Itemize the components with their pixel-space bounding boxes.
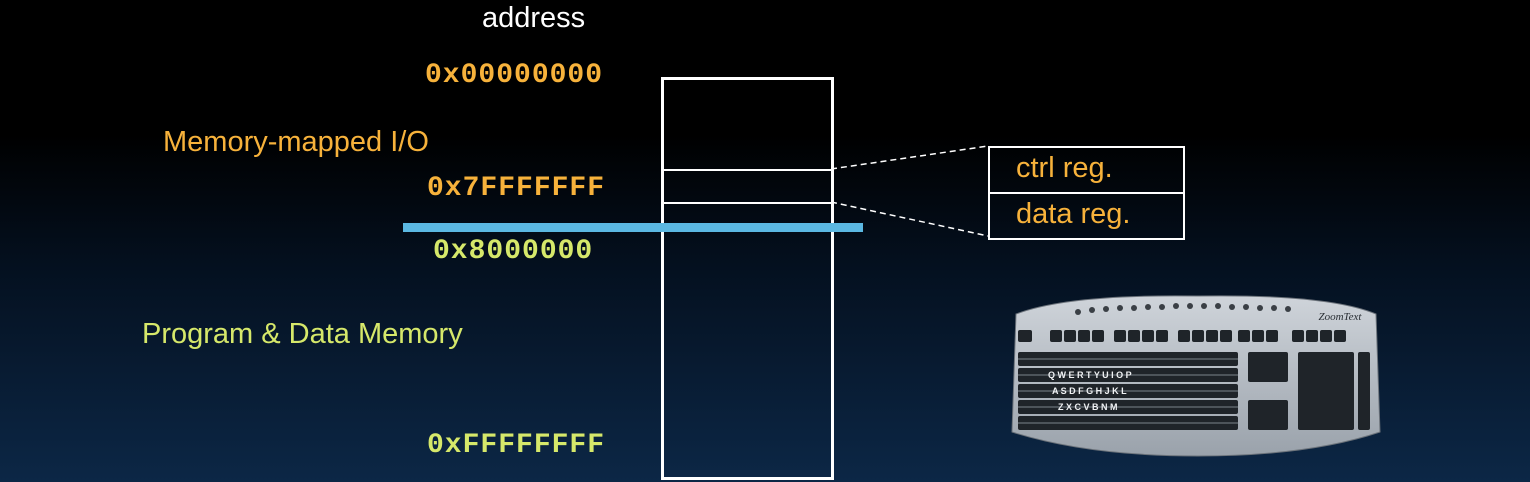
data-reg-cell: data reg. xyxy=(990,194,1183,238)
memory-map-box xyxy=(661,77,834,480)
register-separator xyxy=(990,192,1183,194)
data-reg-slot-line xyxy=(661,202,831,204)
keyboard-icon: ZoomText Q W E R T Y U I O P A S D F G H… xyxy=(1011,295,1381,457)
ctrl-reg-label: ctrl reg. xyxy=(1016,152,1113,184)
address-heading: address xyxy=(482,2,586,34)
address-bottom: 0xFFFFFFFF xyxy=(427,430,606,461)
svg-text:Z X C V B N M: Z X C V B N M xyxy=(1058,402,1118,412)
device-registers-box: ctrl reg. data reg. xyxy=(988,146,1185,240)
svg-text:A S D F G H J K L: A S D F G H J K L xyxy=(1052,386,1127,396)
address-io-end: 0x7FFFFFFF xyxy=(427,173,606,204)
data-reg-label: data reg. xyxy=(1016,198,1131,230)
io-memory-divider xyxy=(403,223,863,232)
svg-text:Q W E R T Y U I O P: Q W E R T Y U I O P xyxy=(1048,370,1132,380)
ctrl-leader-line xyxy=(830,145,989,170)
data-leader-line xyxy=(830,201,989,237)
ctrl-reg-slot-line xyxy=(661,169,831,171)
io-region-label: Memory-mapped I/O xyxy=(163,126,429,158)
address-top: 0x00000000 xyxy=(425,60,604,91)
address-mem-start: 0x8000000 xyxy=(433,236,594,267)
ctrl-reg-cell: ctrl reg. xyxy=(990,148,1183,192)
keyboard-brand: ZoomText xyxy=(1319,311,1363,323)
program-region-label: Program & Data Memory xyxy=(142,318,463,350)
